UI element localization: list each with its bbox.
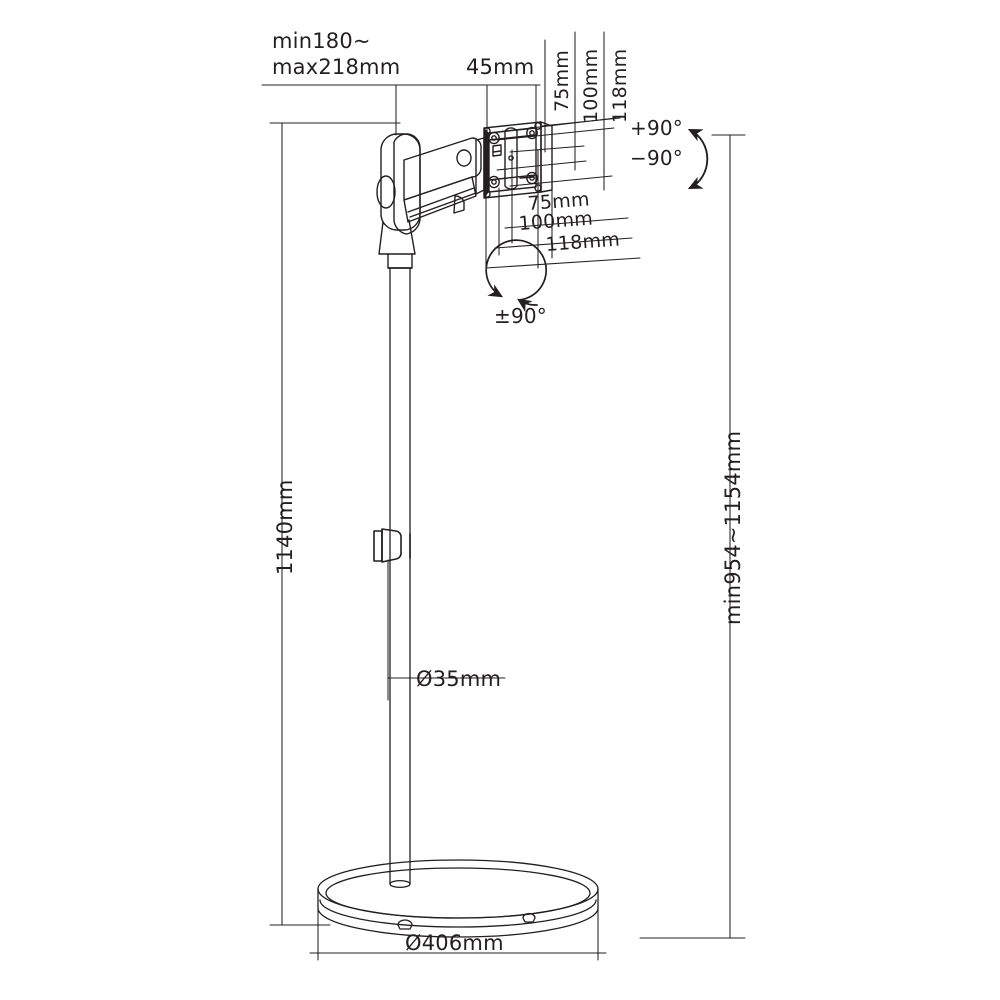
- swivel-rotation-circle-icon: [485, 239, 548, 313]
- dimension-label-vesa-vertical-100: 100mm: [580, 48, 602, 123]
- dimension-label-arm-reach-line1: min180~: [272, 29, 371, 53]
- dimension-label-vesa-vertical-118: 118mm: [609, 48, 631, 123]
- vesa-mount-plate: [483, 121, 553, 199]
- dimension-label-arm-reach-line2: max218mm: [272, 55, 401, 79]
- dimension-label-pole-diameter: Ø35mm: [416, 667, 502, 691]
- rotation-label-tilt-down: −90°: [630, 146, 684, 170]
- dimension-label-vesa-vertical-75: 75mm: [551, 50, 573, 112]
- rotation-label-tilt-up: +90°: [630, 116, 684, 140]
- vesa-hole-bosses: [488, 126, 538, 189]
- dimension-lines: [261, 31, 746, 961]
- dimension-label-pole-height: 1140mm: [273, 479, 297, 575]
- round-base: [317, 859, 599, 938]
- dimension-label-working-height: min954~1154mm: [721, 430, 745, 625]
- dimension-label-head-depth: 45mm: [466, 55, 535, 79]
- tilt-rotation-arc-icon: [687, 128, 709, 190]
- pole-stopper-clamp: [373, 528, 411, 563]
- rotation-label-swivel: ±90°: [494, 304, 548, 328]
- arm-pivot-housing: [376, 133, 421, 269]
- extension-arm: [403, 137, 485, 223]
- dimension-label-base-diameter: Ø406mm: [405, 931, 504, 955]
- support-pole: [389, 267, 411, 889]
